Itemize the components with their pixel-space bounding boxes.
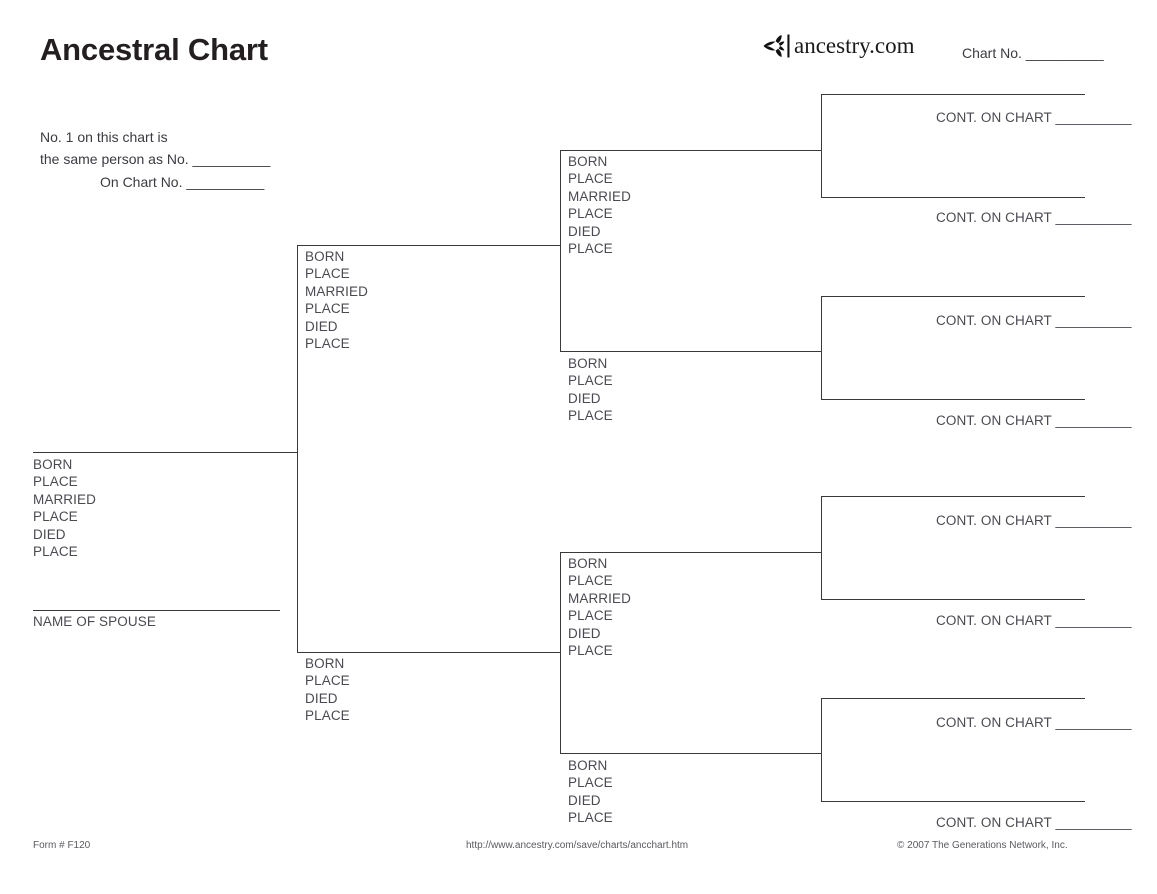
field-died: DIED: [568, 792, 601, 808]
ancestry-brand-logo: ancestry.com: [758, 32, 915, 60]
same-person-note: No. 1 on this chart is the same person a…: [40, 126, 270, 170]
gen4-person-1-cont-label[interactable]: CONT. ON CHART __________: [936, 110, 1132, 125]
field-married: MARRIED: [568, 188, 631, 204]
field-died: DIED: [305, 690, 338, 706]
field-place: PLACE: [568, 171, 613, 187]
gen3-person-2-fields: BORN PLACE DIED PLACE: [568, 355, 613, 425]
field-place-3: PLACE: [568, 643, 613, 659]
gen4-person-8-cont-label[interactable]: CONT. ON CHART __________: [936, 815, 1132, 830]
gen4-bracket-connector-1: [821, 94, 822, 197]
field-born: BORN: [33, 457, 73, 472]
on-chart-number-field[interactable]: On Chart No. __________: [100, 174, 265, 190]
field-married: MARRIED: [305, 283, 368, 299]
gen4-bracket-connector-3: [821, 496, 822, 599]
field-place: PLACE: [568, 373, 613, 389]
gen1-spouse-name-line[interactable]: [33, 610, 280, 611]
gen2-father-fields: BORN PLACE MARRIED PLACE DIED PLACE: [305, 248, 368, 352]
field-place-2: PLACE: [568, 608, 613, 624]
gen2-mother-fields: BORN PLACE DIED PLACE: [305, 655, 350, 725]
field-born: BORN: [568, 154, 608, 169]
gen3-paternal-bracket-connector: [560, 150, 561, 351]
gen1-spouse-caption: NAME OF SPOUSE: [33, 614, 156, 629]
field-place-2: PLACE: [568, 206, 613, 222]
footer-copyright: © 2007 The Generations Network, Inc.: [897, 840, 1068, 851]
field-place-3: PLACE: [568, 241, 613, 257]
gen4-bracket-connector-4: [821, 698, 822, 801]
field-place-2: PLACE: [568, 408, 613, 424]
field-died: DIED: [568, 223, 601, 239]
field-place: PLACE: [33, 474, 78, 490]
page-title: Ancestral Chart: [40, 32, 268, 67]
gen3-person-4-fields: BORN PLACE DIED PLACE: [568, 757, 613, 827]
gen2-bracket-connector: [297, 245, 298, 653]
field-place-3: PLACE: [305, 336, 350, 352]
field-born: BORN: [568, 356, 608, 371]
field-born: BORN: [568, 758, 608, 773]
ancestry-leaf-icon: [763, 34, 790, 58]
gen3-person-1-fields: BORN PLACE MARRIED PLACE DIED PLACE: [568, 153, 631, 257]
gen4-person-2-cont-label[interactable]: CONT. ON CHART __________: [936, 210, 1132, 225]
gen4-person-6-cont-label[interactable]: CONT. ON CHART __________: [936, 613, 1132, 628]
gen4-person-3-name-line[interactable]: [821, 296, 1085, 297]
gen1-person-name-line[interactable]: [33, 452, 297, 453]
field-died: DIED: [305, 318, 338, 334]
gen4-person-7-name-line[interactable]: [821, 698, 1085, 699]
brand-wordmark: ancestry.com: [794, 33, 915, 59]
field-married: MARRIED: [33, 491, 96, 507]
field-born: BORN: [305, 249, 345, 264]
field-died: DIED: [33, 526, 66, 542]
field-place-2: PLACE: [305, 301, 350, 317]
field-died: DIED: [568, 625, 601, 641]
gen2-father-name-line[interactable]: [297, 245, 560, 246]
field-died: DIED: [568, 390, 601, 406]
gen3-person-3-fields: BORN PLACE MARRIED PLACE DIED PLACE: [568, 555, 631, 659]
field-place-3: PLACE: [33, 544, 78, 560]
gen4-person-6-name-line[interactable]: [821, 599, 1085, 600]
gen4-person-1-name-line[interactable]: [821, 94, 1085, 95]
gen4-person-8-name-line[interactable]: [821, 801, 1085, 802]
field-place-2: PLACE: [33, 509, 78, 525]
same-person-line-2[interactable]: the same person as No. __________: [40, 151, 271, 167]
field-place: PLACE: [568, 775, 613, 791]
brand-suffix: .com: [869, 33, 915, 58]
chart-number-field[interactable]: Chart No. __________: [962, 45, 1104, 61]
gen3-person-2-name-line[interactable]: [560, 351, 821, 352]
field-born: BORN: [305, 656, 345, 671]
field-place: PLACE: [568, 573, 613, 589]
field-place-2: PLACE: [305, 708, 350, 724]
gen3-maternal-bracket-connector: [560, 552, 561, 753]
gen1-person-fields: BORN PLACE MARRIED PLACE DIED PLACE: [33, 456, 96, 560]
gen4-person-4-name-line[interactable]: [821, 399, 1085, 400]
footer-form-number: Form # F120: [33, 840, 91, 851]
gen4-person-7-cont-label[interactable]: CONT. ON CHART __________: [936, 715, 1132, 730]
brand-name: ancestry: [794, 33, 870, 58]
gen4-person-2-name-line[interactable]: [821, 197, 1085, 198]
gen3-person-4-name-line[interactable]: [560, 753, 821, 754]
gen4-person-5-name-line[interactable]: [821, 496, 1085, 497]
gen2-mother-name-line[interactable]: [297, 652, 560, 653]
gen3-person-1-name-line[interactable]: [560, 150, 821, 151]
gen4-person-5-cont-label[interactable]: CONT. ON CHART __________: [936, 513, 1132, 528]
gen4-bracket-connector-2: [821, 296, 822, 399]
field-place: PLACE: [305, 673, 350, 689]
field-place: PLACE: [305, 266, 350, 282]
field-place-2: PLACE: [568, 810, 613, 826]
gen4-person-4-cont-label[interactable]: CONT. ON CHART __________: [936, 413, 1132, 428]
footer-url[interactable]: http://www.ancestry.com/save/charts/ancc…: [466, 840, 689, 851]
gen3-person-3-name-line[interactable]: [560, 552, 821, 553]
same-person-line-1: No. 1 on this chart is: [40, 129, 168, 145]
field-married: MARRIED: [568, 590, 631, 606]
field-born: BORN: [568, 556, 608, 571]
gen4-person-3-cont-label[interactable]: CONT. ON CHART __________: [936, 313, 1132, 328]
